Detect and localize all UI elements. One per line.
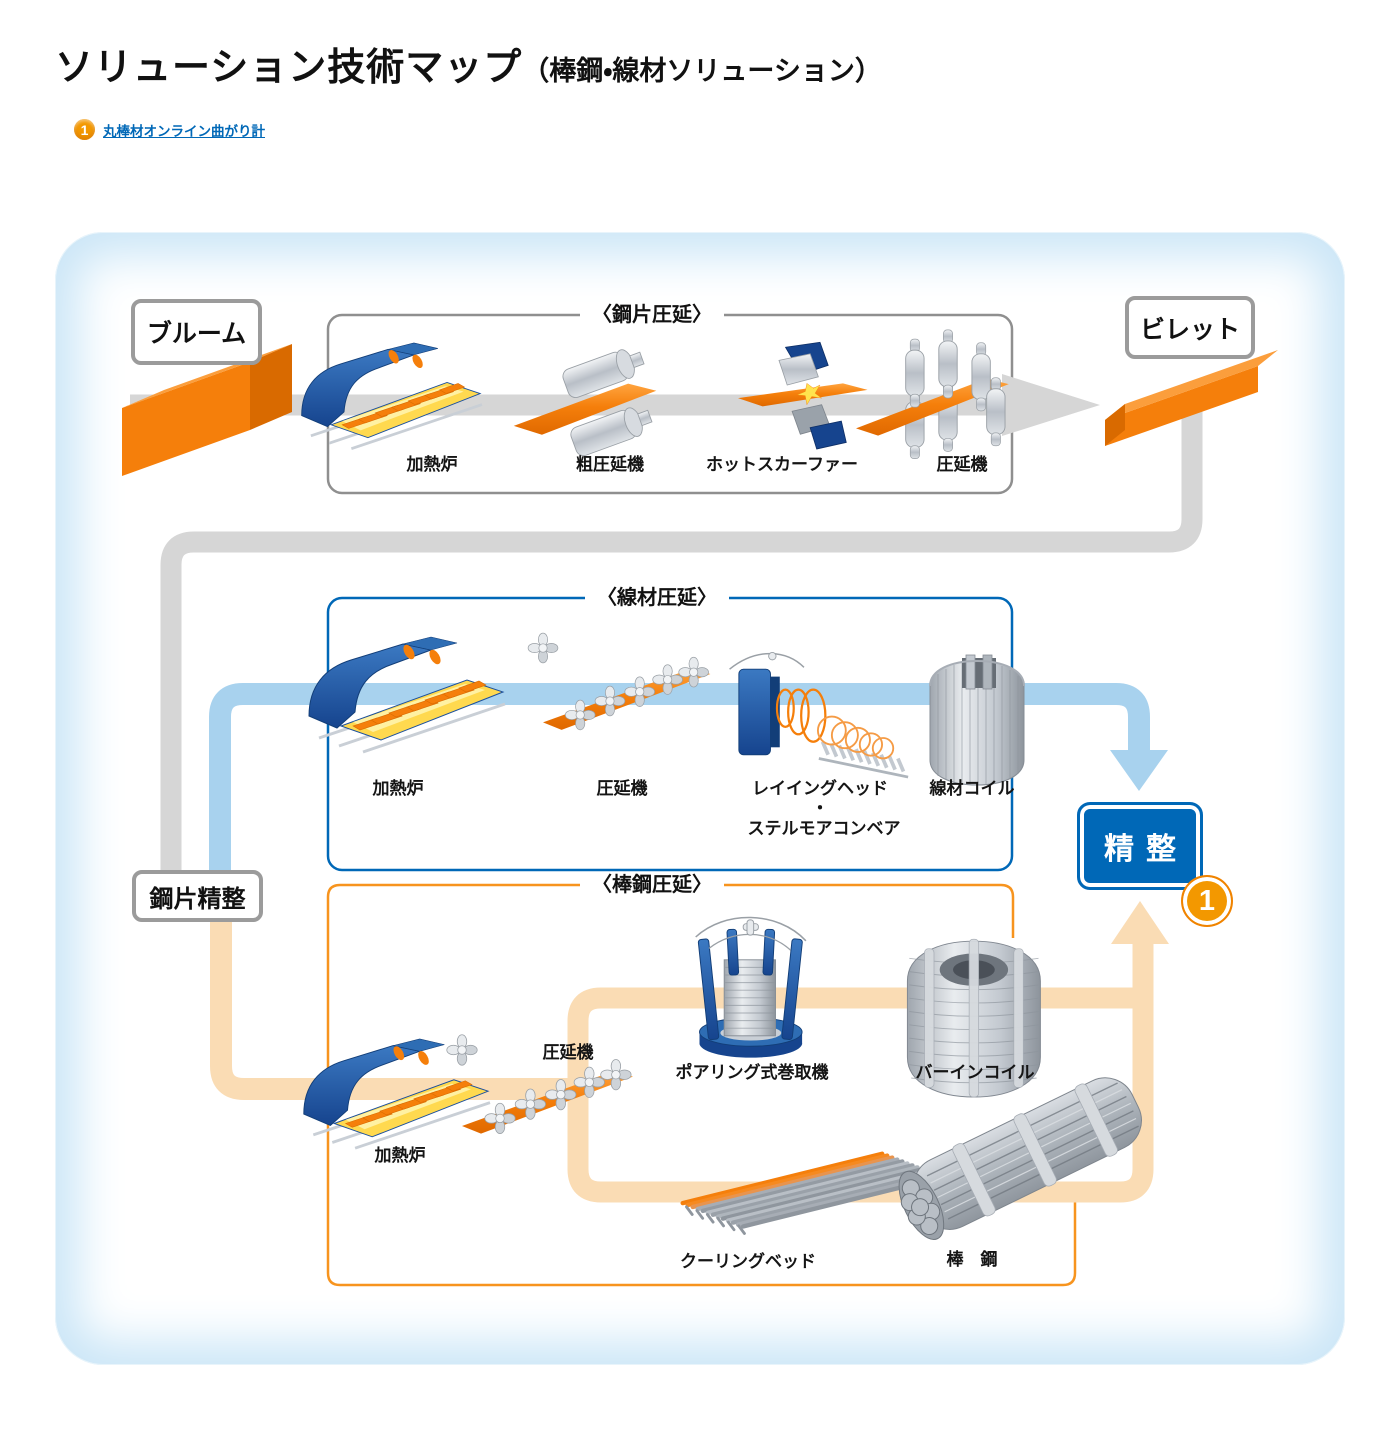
label-furnace-top: 加熱炉 [406, 455, 458, 474]
wire-rod-rolling-title: 〈線材圧延〉 [585, 585, 729, 611]
laying-head-stelmor-icon [729, 651, 909, 779]
label-rolling-mill-middle: 圧延機 [596, 779, 648, 798]
finishing-number-badge: 1 [1181, 875, 1233, 927]
label-furnace-middle: 加熱炉 [372, 779, 424, 798]
peach-arrow-icon [1111, 901, 1169, 944]
billet-rolling-title: 〈鋼片圧延〉 [580, 302, 724, 328]
label-bar-in-coil: バーインコイル [915, 1063, 1035, 1082]
bar-rolling-title: 〈棒鋼圧延〉 [580, 872, 724, 898]
label-roughing-mill: 粗圧延機 [576, 455, 644, 474]
flow-gray-main [130, 374, 1203, 872]
hot-scarfer-icon [738, 341, 868, 450]
roughing-mill-icon [513, 349, 657, 457]
finishing-node: 精整 [1077, 802, 1203, 890]
page-title-main: ソリューション技術マップ [55, 47, 523, 89]
label-wire-coil: 線材コイル [929, 779, 1015, 798]
bar-bundle-icon [898, 1077, 1142, 1240]
billet-conditioning-node: 鋼片精整 [132, 870, 263, 922]
wire-rolling-mill-icon [528, 633, 710, 730]
bar-in-coil-icon [906, 938, 1041, 1098]
label-stelmor-conveyor: ステルモアコンベア [747, 819, 901, 838]
round-bar-online-bend-gauge-link[interactable]: 丸棒材オンライン曲がり計 [103, 123, 265, 139]
label-rolling-mill-top: 圧延機 [936, 455, 988, 474]
label-cooling-bed: クーリングベッド [680, 1252, 816, 1271]
legend-number-badge: 1 [74, 119, 95, 140]
blue-arrow-icon [1110, 750, 1168, 791]
label-rolling-mill-bottom: 圧延機 [542, 1043, 594, 1062]
billet-bar-illustration [1105, 350, 1278, 446]
legend-row: 1 丸棒材オンライン曲がり計 [74, 119, 265, 140]
page-title: ソリューション技術マップ（棒鋼・線材ソリューション） [55, 36, 882, 91]
flow-blue-wire-rod [209, 683, 1168, 872]
pouring-reel-icon [695, 916, 807, 1058]
label-hot-scarfer: ホットスカーファー [706, 455, 858, 474]
label-pouring-reel: ポアリング式巻取機 [675, 1063, 829, 1082]
label-furnace-bottom: 加熱炉 [374, 1146, 426, 1165]
wire-coil-icon [929, 654, 1025, 786]
billet-node: ビレット [1125, 296, 1255, 359]
flow-peach-bar [210, 901, 1169, 1203]
label-bar-steel: 棒 鋼 [946, 1250, 998, 1269]
bloom-node: ブルーム [131, 299, 262, 365]
rolling-mill-cluster-icon [856, 329, 1009, 460]
gray-arrow-icon [1002, 374, 1100, 436]
label-laying-head-line1: レイイングヘッド [752, 779, 888, 798]
label-laying-head-dot: ・ [811, 799, 829, 818]
page-title-sub: （棒鋼・線材ソリューション） [522, 56, 882, 86]
